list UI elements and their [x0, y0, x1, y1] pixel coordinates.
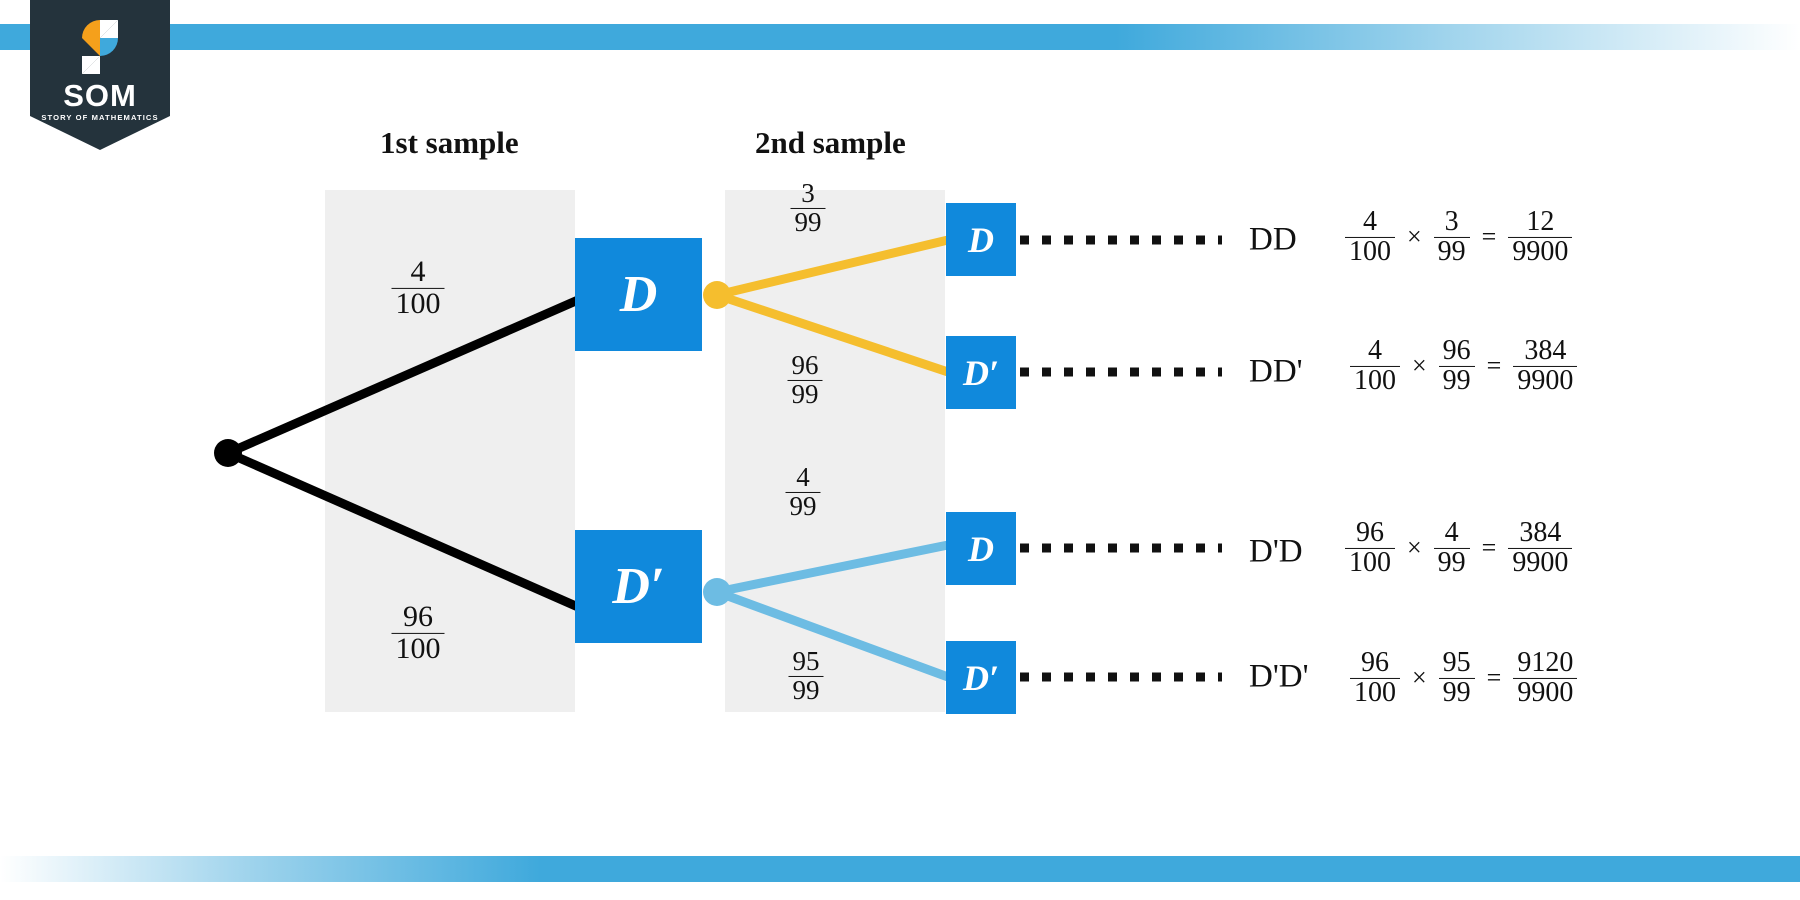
- som-logo-mark-icon: [82, 20, 118, 74]
- outcome-label-DprimeDprime: D'D': [1249, 658, 1309, 695]
- outcome-label-DD: DD: [1249, 221, 1297, 258]
- outcome-equation-DprimeDprime: 96 100 × 95 99 = 9120 9900: [1350, 646, 1578, 708]
- fraction-numerator: 95: [792, 645, 820, 676]
- fraction-denominator: 100: [1345, 236, 1395, 267]
- equals-symbol: =: [1481, 533, 1497, 562]
- fraction-denominator: 99: [788, 675, 824, 705]
- band-second-sample: [725, 190, 945, 712]
- fraction-numerator: 4: [410, 254, 426, 288]
- fraction-denominator: 99: [787, 379, 823, 409]
- fraction-numerator: 12: [1526, 205, 1555, 237]
- fraction-numerator: 95: [1442, 646, 1471, 678]
- multiply-symbol: ×: [1412, 663, 1427, 692]
- fraction-denominator: 100: [1350, 677, 1400, 708]
- branch-Dprime-to-D: [716, 540, 949, 597]
- fraction-denominator: 99: [1433, 236, 1470, 267]
- fraction-denominator: 100: [391, 287, 445, 320]
- fraction-numerator: 384: [1524, 334, 1567, 366]
- fraction-numerator: 4: [796, 461, 810, 492]
- branch-root-to-Dprime: [226, 448, 580, 612]
- fraction-numerator: 9120: [1517, 646, 1574, 678]
- outcome-equation-DprimeD: 96 100 × 4 99 = 384 9900: [1345, 516, 1573, 578]
- junction-dot-Dprime: [703, 578, 731, 606]
- fraction-numerator: 96: [791, 349, 819, 380]
- branch-D-to-D: [715, 235, 950, 300]
- fraction-numerator: 96: [1361, 646, 1389, 678]
- node-box-level2-DDprime[interactable]: D′: [946, 336, 1016, 409]
- fraction-numerator: 4: [1444, 516, 1459, 548]
- outcome-label-DprimeD: D'D: [1249, 533, 1303, 570]
- node-box-level2-DprimeD[interactable]: D: [946, 512, 1016, 585]
- node-box-level1-Dprime[interactable]: D′: [575, 530, 702, 643]
- fraction-numerator: 96: [1356, 516, 1384, 548]
- outcome-label-DDprime: DD': [1249, 353, 1303, 390]
- node-box-level2-DD[interactable]: D: [946, 203, 1016, 276]
- fraction-numerator: 3: [1444, 205, 1459, 237]
- branch-D-to-Dprime: [715, 290, 950, 377]
- logo-tagline: STORY OF MATHEMATICS: [41, 113, 159, 122]
- fraction-second-Dprime-Dprime: 95 99: [788, 645, 824, 705]
- som-logo-badge: SOM STORY OF MATHEMATICS: [30, 0, 170, 150]
- root-node-dot: [214, 439, 242, 467]
- fraction-denominator: 99: [1438, 677, 1475, 708]
- equals-symbol: =: [1481, 222, 1497, 251]
- fraction-numerator: 3: [801, 177, 815, 208]
- branch-root-to-D: [226, 295, 580, 458]
- equals-symbol: =: [1486, 663, 1502, 692]
- junction-dot-D: [703, 281, 731, 309]
- fraction-numerator: 96: [1442, 334, 1471, 366]
- fraction-denominator: 9900: [1513, 677, 1578, 708]
- band-first-sample: [325, 190, 575, 712]
- fraction-denominator: 99: [1433, 547, 1470, 578]
- top-accent-stripe: [0, 24, 1800, 50]
- column-header-second-sample: 2nd sample: [755, 125, 906, 160]
- multiply-symbol: ×: [1407, 533, 1422, 562]
- column-header-first-sample: 1st sample: [380, 125, 519, 160]
- fraction-second-D-D: 3 99: [790, 177, 826, 237]
- fraction-denominator: 99: [790, 207, 826, 237]
- outcome-equation-DD: 4 100 × 3 99 = 12 9900: [1345, 205, 1573, 267]
- fraction-denominator: 9900: [1508, 236, 1573, 267]
- fraction-numerator: 4: [1368, 334, 1382, 366]
- multiply-symbol: ×: [1412, 351, 1427, 380]
- fraction-denominator: 9900: [1513, 365, 1578, 396]
- node-box-level1-D[interactable]: D: [575, 238, 702, 351]
- fraction-second-D-Dprime: 96 99: [787, 349, 823, 409]
- fraction-denominator: 100: [1350, 365, 1400, 396]
- logo-wordmark: SOM: [63, 78, 137, 113]
- fraction-first-D: 4 100: [391, 254, 445, 320]
- fraction-denominator: 100: [391, 632, 445, 665]
- node-box-level2-DprimeDprime[interactable]: D′: [946, 641, 1016, 714]
- fraction-denominator: 100: [1345, 547, 1395, 578]
- outcome-equation-DDprime: 4 100 × 96 99 = 384 9900: [1350, 334, 1578, 396]
- fraction-second-Dprime-D: 4 99: [785, 461, 821, 521]
- equals-symbol: =: [1486, 351, 1502, 380]
- fraction-first-Dprime: 96 100: [391, 599, 445, 665]
- branch-Dprime-to-Dprime: [715, 587, 950, 682]
- bottom-accent-stripe: [0, 856, 1800, 882]
- fraction-numerator: 384: [1519, 516, 1562, 548]
- fraction-numerator: 96: [403, 599, 433, 633]
- fraction-denominator: 99: [1438, 365, 1475, 396]
- fraction-numerator: 4: [1363, 205, 1377, 237]
- fraction-denominator: 9900: [1508, 547, 1573, 578]
- multiply-symbol: ×: [1407, 222, 1422, 251]
- fraction-denominator: 99: [785, 491, 821, 521]
